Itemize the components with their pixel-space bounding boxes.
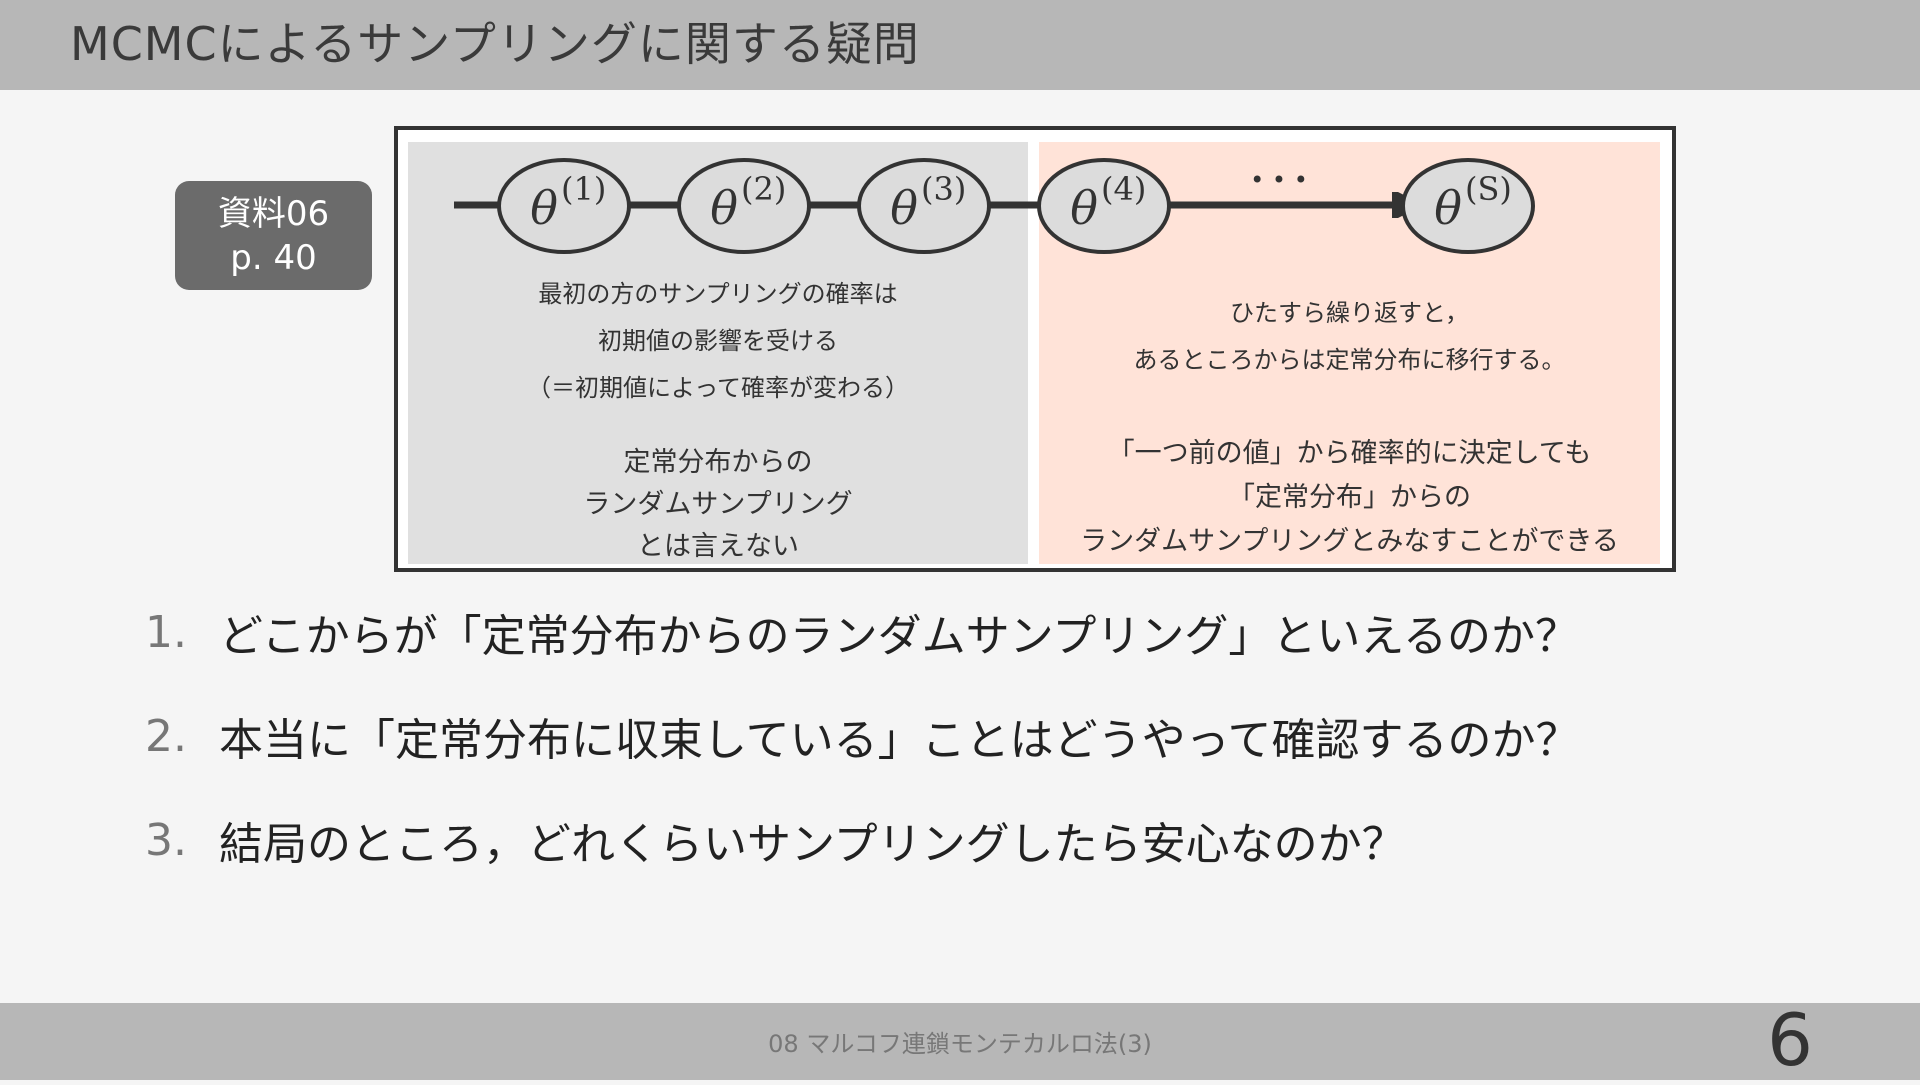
- text-line: ランダムサンプリングとみなすことができる: [1080, 526, 1619, 557]
- slide-title: MCMCによるサンプリングに関する疑問: [70, 17, 920, 71]
- item-text: 本当に「定常分布に収束している」ことはどうやって確認するのか？: [219, 715, 1580, 766]
- footer-bar: [0, 1003, 1920, 1080]
- text-line: あるところからは定常分布に移行する。: [1133, 346, 1566, 374]
- page-number: 6: [1767, 998, 1813, 1082]
- stationary-conclusion: 「一つ前の値」から確率的に決定しても 「定常分布」からの ランダムサンプリングと…: [1039, 432, 1660, 564]
- header-bar: [0, 0, 1920, 90]
- node-superscript: (S): [1465, 170, 1512, 208]
- chain-node: θ (S): [1401, 158, 1535, 254]
- text-line: 定常分布からの: [623, 447, 813, 478]
- node-symbol: θ: [1434, 181, 1462, 235]
- node-superscript: (1): [561, 170, 606, 208]
- text-line: ひたすら繰り返すと，: [1229, 299, 1470, 327]
- burn-in-conclusion: 定常分布からの ランダムサンプリング とは言えない: [408, 442, 1028, 568]
- stationary-explanation: ひたすら繰り返すと， あるところからは定常分布に移行する。: [1039, 290, 1660, 384]
- node-symbol: θ: [710, 181, 738, 235]
- node-superscript: (2): [741, 170, 786, 208]
- item-number: 3.: [145, 814, 187, 866]
- node-superscript: (3): [921, 170, 966, 208]
- chain-ellipsis: • • •: [1250, 166, 1308, 194]
- text-line: 初期値の影響を受ける: [598, 327, 838, 355]
- chain-diagram: θ (1) θ (2) θ (3) θ (4) θ (S) • • •: [454, 158, 1535, 254]
- chain-node: θ (4): [1037, 158, 1171, 254]
- reference-badge-line1: 資料06: [217, 193, 330, 234]
- list-item: 3. 結局のところ，どれくらいサンプリングしたら安心なのか？: [145, 788, 1845, 892]
- burn-in-explanation: 最初の方のサンプリングの確率は 初期値の影響を受ける （＝初期値によって確率が変…: [408, 271, 1028, 412]
- text-line: ランダムサンプリング: [583, 489, 853, 520]
- text-line: （＝初期値によって確率が変わる）: [526, 374, 910, 402]
- chain-node: θ (1): [497, 158, 631, 254]
- text-line: 「定常分布」からの: [1228, 482, 1471, 513]
- reference-badge: 資料06 p. 40: [175, 181, 372, 290]
- list-item: 2. 本当に「定常分布に収束している」ことはどうやって確認するのか？: [145, 684, 1845, 788]
- node-superscript: (4): [1101, 170, 1146, 208]
- node-symbol: θ: [890, 181, 918, 235]
- text-line: とは言えない: [637, 531, 799, 562]
- chain-node: θ (2): [677, 158, 811, 254]
- text-line: 最初の方のサンプリングの確率は: [538, 280, 898, 308]
- node-symbol: θ: [1070, 181, 1098, 235]
- item-text: どこからが「定常分布からのランダムサンプリング」といえるのか？: [219, 611, 1580, 662]
- markov-chain-figure: θ (1) θ (2) θ (3) θ (4) θ (S) • • • 最初の方…: [394, 126, 1676, 572]
- chain-node: θ (3): [857, 158, 991, 254]
- reference-badge-line2: p. 40: [230, 237, 317, 278]
- item-number: 1.: [145, 606, 187, 658]
- item-text: 結局のところ，どれくらいサンプリングしたら安心なのか？: [219, 819, 1406, 870]
- footer-course-title: 08 マルコフ連鎖モンテカルロ法(3): [768, 1030, 1152, 1058]
- list-item: 1. どこからが「定常分布からのランダムサンプリング」といえるのか？: [145, 580, 1845, 684]
- question-list: 1. どこからが「定常分布からのランダムサンプリング」といえるのか？ 2. 本当…: [145, 580, 1845, 892]
- text-line: 「一つ前の値」から確率的に決定しても: [1107, 438, 1592, 469]
- node-symbol: θ: [530, 181, 558, 235]
- item-number: 2.: [145, 710, 187, 762]
